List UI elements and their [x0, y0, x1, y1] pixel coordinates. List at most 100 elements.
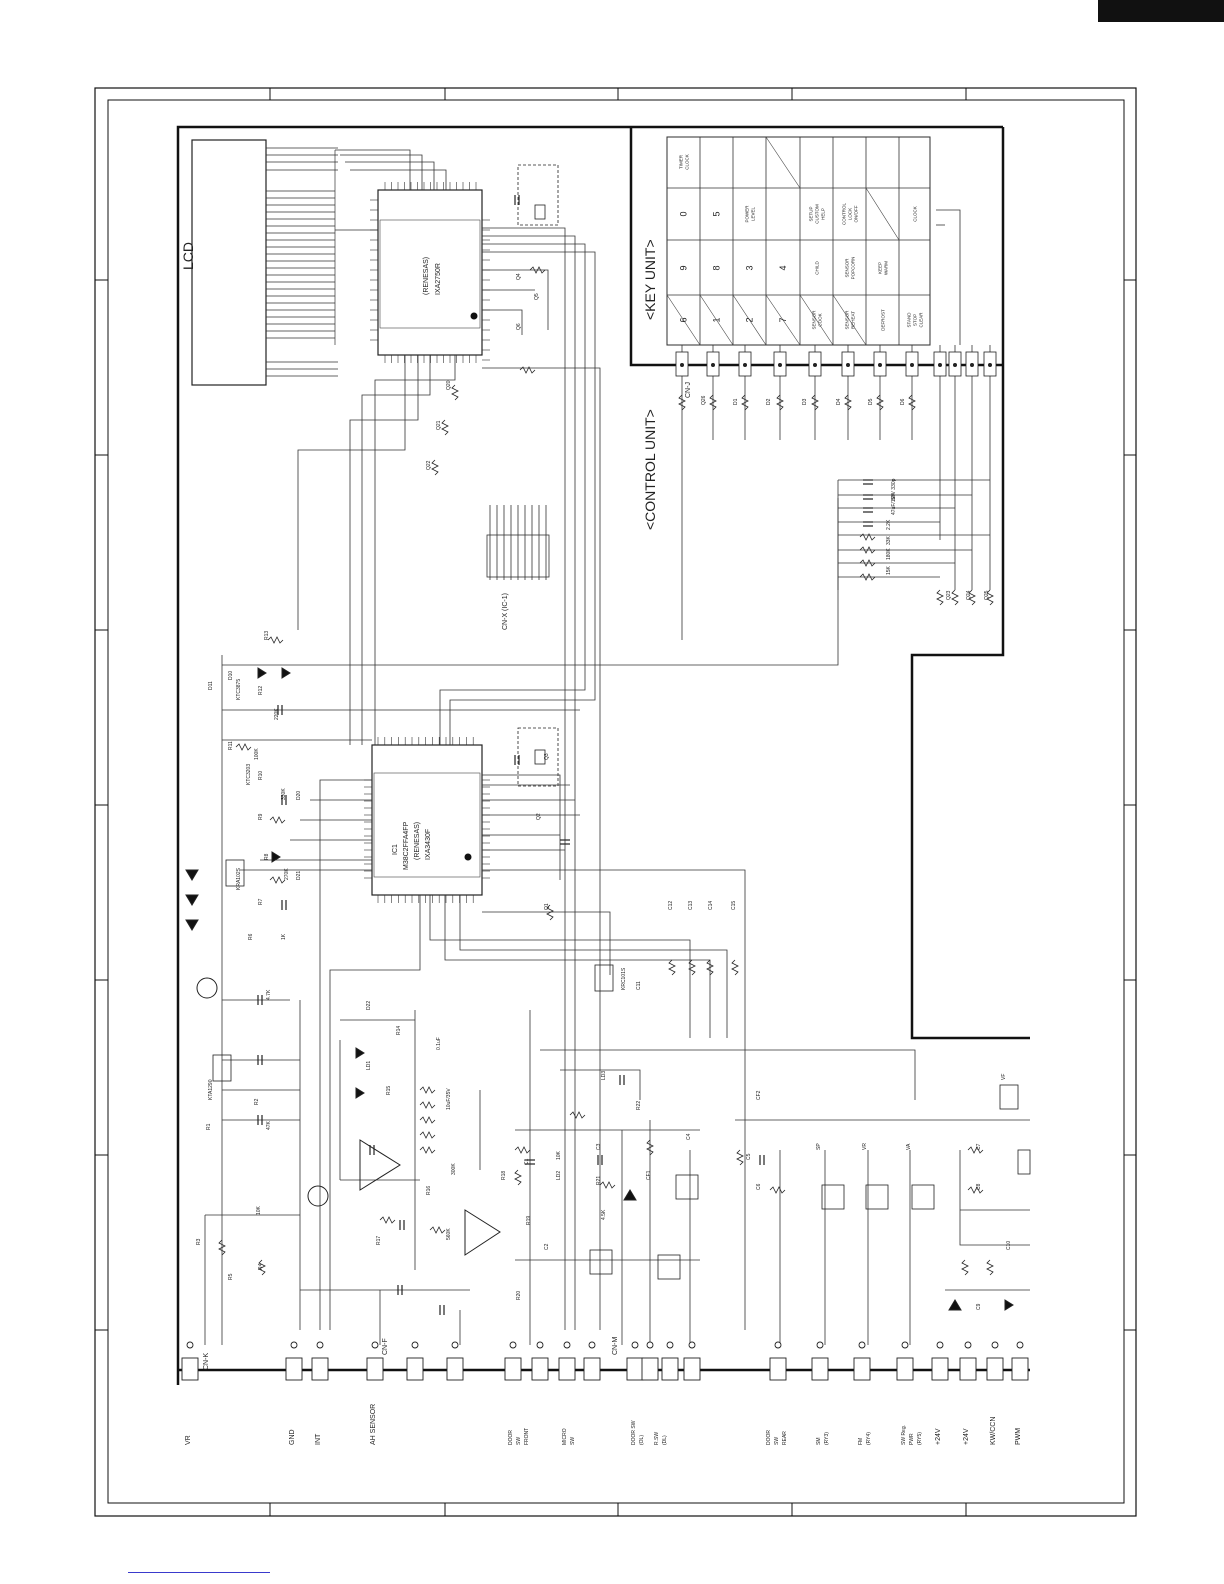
component-ref: R5: [228, 1273, 234, 1280]
bottom-label: +24V: [935, 1428, 942, 1445]
key-label: SENSOR: [845, 258, 850, 278]
component-ref: C10: [1006, 1241, 1012, 1250]
component-ref: R14: [396, 1026, 402, 1035]
component-ref: C1: [524, 1158, 530, 1165]
key-label: SENSOR: [812, 310, 817, 330]
key-label: COOK: [818, 313, 823, 326]
component-value: 15K: [886, 565, 892, 575]
resistor: [235, 743, 252, 751]
component-ref: C3: [596, 1143, 602, 1150]
component-ref: R8: [264, 853, 270, 860]
arrow-bus: [486, 505, 550, 580]
component-ref: R21: [596, 1176, 602, 1185]
resistor: [967, 1146, 984, 1154]
component-ref: R15: [386, 1086, 392, 1095]
key-label: CHILD: [815, 261, 820, 275]
lcd-label: LCD: [180, 242, 196, 270]
bottom-label: INT: [315, 1433, 322, 1445]
component-ref: Q22: [426, 460, 432, 470]
ic-top-mfr: (RENESAS): [423, 257, 430, 295]
component-ref: C2: [544, 1243, 550, 1250]
bottom-label: SM: [816, 1438, 822, 1446]
ic-top-part: IXA2750R: [435, 263, 442, 295]
component-ref: VF: [1001, 1074, 1007, 1080]
component-ref: CF2: [756, 1090, 762, 1100]
component-value: 180K: [886, 548, 892, 560]
component-ref: D1: [733, 398, 739, 405]
component-value: 50V 330p: [891, 478, 897, 500]
resistor: [709, 394, 717, 411]
component-ref: LD1: [366, 1061, 372, 1070]
key-label: STOP: [913, 314, 918, 326]
resistor: [429, 1226, 446, 1234]
component-ref: Q25: [984, 590, 990, 600]
component-ref: Q20: [446, 380, 452, 390]
component-ref: R16: [426, 1186, 432, 1195]
component-ref: R1: [206, 1123, 212, 1130]
key-label: POWER: [745, 205, 750, 223]
part-number: KTC3875: [236, 679, 242, 700]
ic-bottom-mfr: (RENESAS): [414, 822, 421, 860]
key-label: LOCK: [848, 208, 853, 220]
cn-m-label: CN-M: [612, 1337, 619, 1355]
diodes: [257, 667, 1014, 1311]
component-ref: C13: [688, 901, 694, 910]
component-ref: C6: [756, 1183, 762, 1190]
resistor: [269, 816, 286, 824]
key-label: 4: [778, 265, 788, 270]
key-label: 0: [679, 211, 689, 216]
key-label: KEEP: [878, 262, 883, 274]
resistor: [419, 1146, 436, 1154]
component-ref: VA: [906, 1143, 912, 1150]
key-wires: [681, 209, 991, 640]
resistor: [844, 394, 852, 411]
key-label: 2: [745, 317, 755, 322]
key-label: CLOCK: [685, 154, 690, 170]
key-label: WARM: [884, 261, 889, 275]
bottom-label: VR: [185, 1435, 192, 1445]
component-value: 1K: [281, 933, 287, 940]
bottom-label: GND: [289, 1429, 296, 1445]
bottom-label: MICRO: [562, 1428, 568, 1445]
bottom-label: PWR: [909, 1433, 915, 1445]
cn-j-label: CN-J: [685, 382, 692, 398]
page-corner-tab: [1098, 0, 1224, 22]
ic-top-body: [377, 189, 483, 356]
component-value: 10K: [556, 1150, 562, 1160]
bottom-label: FRONT: [524, 1428, 530, 1445]
key-label: SENSOR: [845, 310, 850, 330]
cn-f-label: CN-F: [382, 1338, 389, 1355]
bottom-connector-pins: [181, 1341, 1029, 1381]
component-ref: CF1: [646, 1170, 652, 1180]
key-label: SETUP: [809, 206, 814, 221]
component-ref: R17: [376, 1236, 382, 1245]
cn-j-connector: [675, 351, 997, 377]
control-unit-label: <CONTROL UNIT>: [642, 409, 658, 530]
resistor: [419, 1116, 436, 1124]
part-number: KTA1290: [208, 1079, 214, 1100]
resistor: [379, 1216, 396, 1224]
outer-frame: [94, 87, 1137, 1517]
component-ref: C11: [636, 981, 642, 990]
cn-k-label: CN-K: [203, 1353, 210, 1370]
resistor: [951, 589, 959, 606]
unit-borders: [176, 125, 1030, 1385]
part-number: KRA102S: [236, 867, 242, 890]
resistor: [986, 589, 994, 606]
component-ref: D10: [228, 671, 234, 680]
component-ref: D21: [296, 871, 302, 880]
component-ref: R11: [228, 741, 234, 750]
component-ref: D5: [868, 398, 874, 405]
bottom-label: REAR: [782, 1431, 788, 1445]
resistor: [514, 1169, 522, 1186]
component-value: 10K: [256, 1205, 262, 1215]
key-label: DEFROST: [881, 309, 886, 331]
component-labels: R1R2R3R4R5R6R7R8R9R10R11R12R13R14R15R16R…: [196, 195, 1012, 1315]
bottom-label: SW: [516, 1437, 522, 1445]
component-value: 2.2K: [886, 519, 892, 530]
resistor: [678, 394, 686, 411]
resistor: [668, 959, 676, 976]
frame-ticks: [95, 88, 1136, 1516]
key-label: 8: [712, 265, 722, 270]
